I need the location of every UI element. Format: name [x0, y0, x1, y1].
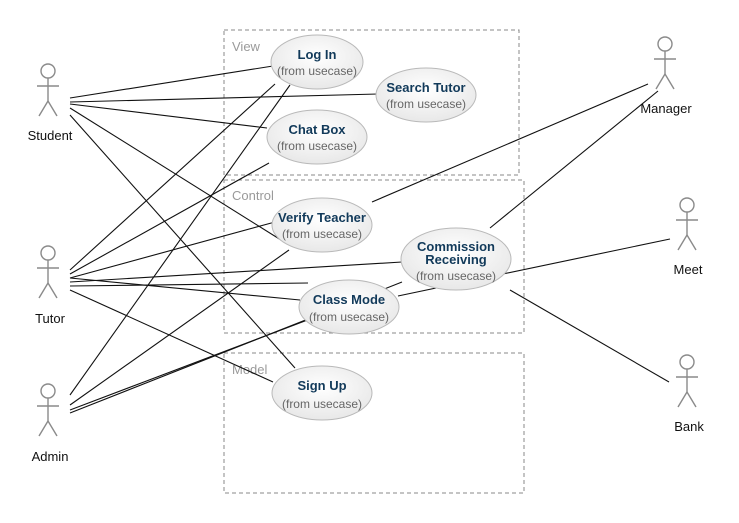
- assoc-tutor-chat-box: [69, 162, 270, 275]
- package-model-label: Model: [232, 362, 268, 377]
- usecase-chat-box[interactable]: Chat Box (from usecase): [266, 109, 368, 165]
- actor-manager-label: Manager: [640, 101, 692, 116]
- usecase-login-sub: (from usecase): [277, 64, 357, 78]
- package-control: Control: [223, 179, 525, 334]
- usecase-commission-sub: (from usecase): [416, 269, 496, 283]
- usecase-commission-receiving[interactable]: Commission Receiving (from usecase): [400, 227, 512, 291]
- actor-tutor-label: Tutor: [35, 311, 66, 326]
- actor-admin-label: Admin: [32, 449, 69, 464]
- stick-figure-icon: [676, 354, 698, 408]
- actor-student[interactable]: Student: [28, 63, 73, 143]
- assoc-manager-commission: [489, 90, 659, 229]
- usecase-search-tutor-sub: (from usecase): [386, 97, 466, 111]
- assoc-tutor-sign-up: [69, 289, 274, 383]
- actor-tutor[interactable]: Tutor: [35, 245, 66, 326]
- assoc-admin-login: [69, 84, 291, 396]
- actor-bank-label: Bank: [674, 419, 704, 434]
- actor-student-label: Student: [28, 128, 73, 143]
- usecase-sign-up[interactable]: Sign Up (from usecase): [271, 365, 373, 421]
- usecase-login[interactable]: Log In (from usecase): [270, 34, 364, 90]
- assoc-student-chat-box: [69, 103, 268, 129]
- stick-figure-icon: [676, 197, 698, 251]
- usecase-class-mode-sub: (from usecase): [309, 310, 389, 324]
- actor-meet-label: Meet: [674, 262, 703, 277]
- assoc-manager-verify-teacher: [371, 83, 649, 203]
- usecase-commission-name-line1: Commission: [417, 239, 495, 254]
- assoc-tutor-class-mode-2: [69, 277, 301, 301]
- usecase-search-tutor[interactable]: Search Tutor (from usecase): [375, 67, 477, 123]
- package-view-label: View: [232, 39, 261, 54]
- assoc-admin-verify-teacher: [69, 249, 290, 406]
- usecase-class-mode-name: Class Mode: [313, 292, 385, 307]
- usecase-class-mode[interactable]: Class Mode (from usecase): [298, 279, 400, 335]
- assoc-tutor-login: [69, 83, 276, 271]
- assoc-student-login: [69, 65, 274, 99]
- assoc-student-search-tutor: [69, 93, 379, 103]
- usecase-search-tutor-name: Search Tutor: [386, 80, 465, 95]
- assoc-student-sign-up: [69, 114, 296, 369]
- actor-admin[interactable]: Admin: [32, 383, 69, 464]
- package-model: Model: [223, 352, 525, 494]
- usecase-commission-name-line2: Receiving: [425, 252, 486, 267]
- usecase-verify-teacher[interactable]: Verify Teacher (from usecase): [271, 197, 373, 253]
- actor-meet[interactable]: Meet: [674, 197, 703, 277]
- stick-figure-icon: [37, 245, 59, 299]
- package-control-label: Control: [232, 188, 274, 203]
- usecase-login-name: Log In: [298, 47, 337, 62]
- usecase-verify-teacher-name: Verify Teacher: [278, 210, 366, 225]
- assoc-tutor-commission: [69, 261, 403, 283]
- actor-bank[interactable]: Bank: [674, 354, 704, 434]
- package-view: View: [223, 29, 520, 176]
- stick-figure-icon: [37, 63, 59, 117]
- usecase-verify-teacher-sub: (from usecase): [282, 227, 362, 241]
- actor-manager[interactable]: Manager: [640, 36, 692, 116]
- usecase-sign-up-name: Sign Up: [297, 378, 346, 393]
- assoc-bank-commission: [509, 289, 670, 383]
- usecase-sign-up-sub: (from usecase): [282, 397, 362, 411]
- stick-figure-icon: [654, 36, 676, 90]
- associations: [69, 65, 671, 414]
- usecase-chat-box-name: Chat Box: [288, 122, 346, 137]
- usecase-chat-box-sub: (from usecase): [277, 139, 357, 153]
- assoc-tutor-class-mode: [69, 282, 309, 287]
- stick-figure-icon: [37, 383, 59, 437]
